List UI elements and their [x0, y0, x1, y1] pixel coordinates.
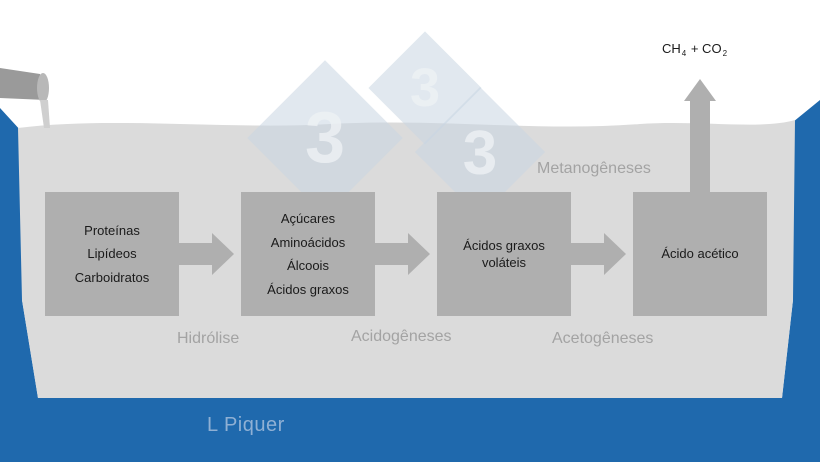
box-monomers-line: Açúcares: [280, 211, 336, 226]
arrow-acidogenesis: [375, 233, 430, 275]
watermark-glyph-2: 3: [410, 58, 440, 118]
tank-walls: [0, 100, 820, 462]
box-substrates-line: Lipídeos: [87, 246, 137, 262]
arrow-acetogenesis: [571, 233, 626, 275]
biogas-formula: CH4 + CO2: [662, 41, 728, 58]
box-monomers-line: Ácidos graxos: [267, 281, 349, 297]
box-vfa: Ácidos graxos voláteis: [437, 192, 571, 316]
stage-acidogenesis: Acidogêneses: [351, 328, 452, 345]
stage-hydrolysis: Hidrólise: [177, 330, 240, 347]
watermark-glyph-1: 3: [305, 98, 345, 178]
watermark-glyph-3: 3: [463, 119, 497, 188]
box-acetic-acid-line: Ácido acético: [661, 246, 739, 262]
stage-methanogenesis: Metanogêneses: [537, 160, 651, 177]
box-vfa-line: voláteis: [481, 255, 527, 270]
box-monomers-line: Aminoácidos: [270, 234, 346, 250]
box-substrates-line: Proteínas: [84, 222, 140, 238]
stage-acetogenesis: Acetogêneses: [552, 330, 654, 347]
formula-ch-sub: 4: [681, 49, 687, 58]
box-substrates: Proteínas Lipídeos Carboidratos: [45, 192, 179, 316]
formula-plus-co: + CO: [687, 41, 722, 56]
inflow-pipe: [0, 68, 50, 128]
box-monomers-line: Álcoois: [287, 258, 329, 273]
formula-ch: CH: [662, 41, 681, 56]
image-credit: L Piquer: [207, 414, 285, 436]
box-acetic-acid: Ácido acético: [633, 192, 767, 316]
box-vfa-line: Ácidos graxos: [463, 238, 545, 253]
box-substrates-line: Carboidratos: [74, 269, 150, 285]
arrow-biogas-up: [684, 79, 716, 193]
box-monomers: Açúcares Aminoácidos Álcoois Ácidos grax…: [241, 192, 375, 316]
formula-co-sub: 2: [722, 49, 728, 58]
arrow-hydrolysis: [179, 233, 234, 275]
